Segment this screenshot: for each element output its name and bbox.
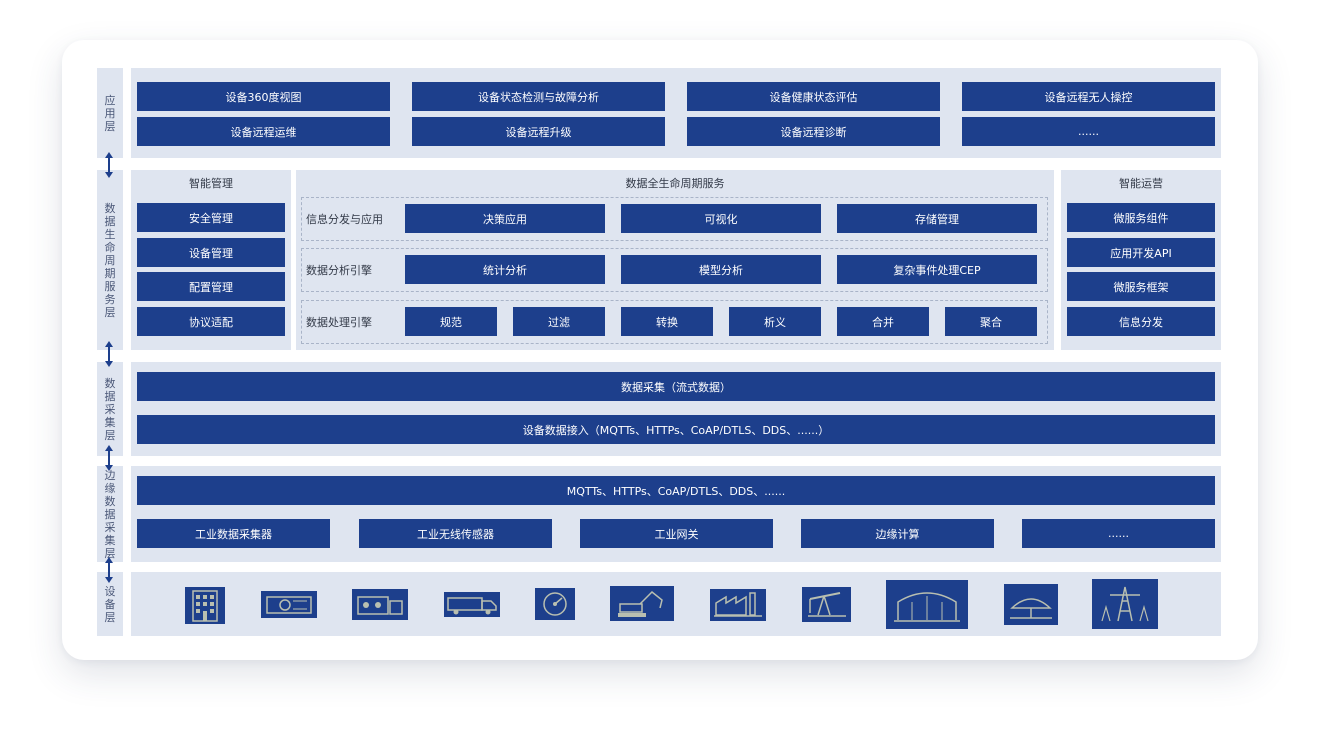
factory-icon xyxy=(710,589,766,621)
smart-management-title: 智能管理 xyxy=(189,177,233,190)
truck-icon xyxy=(444,592,500,617)
info-distribution-row xyxy=(301,197,1048,241)
service-box: 过滤 xyxy=(513,307,605,336)
oil-pump-icon xyxy=(802,587,851,622)
app-box: 设备远程运维 xyxy=(137,117,390,146)
management-box: 设备管理 xyxy=(137,238,285,267)
management-box: 配置管理 xyxy=(137,272,285,301)
service-box: 可视化 xyxy=(621,204,821,233)
row-label: 数据处理引擎 xyxy=(306,315,372,329)
device-access-box: 设备数据接入（MQTTs、HTTPs、CoAP/DTLS、DDS、......） xyxy=(137,415,1215,444)
row-label: 信息分发与应用 xyxy=(306,212,383,226)
data-lifecycle-title: 数据全生命周期服务 xyxy=(625,177,725,190)
machine-icon xyxy=(261,591,317,618)
power-tower-icon xyxy=(1092,579,1158,629)
service-box: 存储管理 xyxy=(837,204,1037,233)
service-box: 转换 xyxy=(621,307,713,336)
app-box: 设备360度视图 xyxy=(137,82,390,111)
layer-label-application: 应用层 xyxy=(97,68,123,158)
edge-item-box: 边缘计算 xyxy=(801,519,994,548)
double-arrow-icon xyxy=(105,341,113,367)
service-box: 聚合 xyxy=(945,307,1037,336)
service-box: 析义 xyxy=(729,307,821,336)
warehouse-icon xyxy=(886,580,968,629)
app-box: 设备远程无人操控 xyxy=(962,82,1215,111)
edge-item-box: ...... xyxy=(1022,519,1215,548)
operation-box: 微服务框架 xyxy=(1067,272,1215,301)
app-box: 设备远程升级 xyxy=(412,117,665,146)
generator-icon xyxy=(352,589,408,620)
operation-box: 信息分发 xyxy=(1067,307,1215,336)
double-arrow-icon xyxy=(105,557,113,583)
double-arrow-icon xyxy=(105,445,113,471)
service-box: 统计分析 xyxy=(405,255,605,284)
row-label: 数据分析引擎 xyxy=(306,263,372,277)
stream-collection-box: 数据采集（流式数据） xyxy=(137,372,1215,401)
service-box: 合并 xyxy=(837,307,929,336)
analysis-engine-row xyxy=(301,248,1048,292)
operation-box: 微服务组件 xyxy=(1067,203,1215,232)
layer-label-edge: 边缘数据采集层 xyxy=(97,466,123,562)
app-box: 设备健康状态评估 xyxy=(687,82,940,111)
layer-label-device: 设备层 xyxy=(97,572,123,636)
layer-label-data-collection: 数据采集层 xyxy=(97,362,123,456)
layer-label-data-lifecycle: 数据生命周期服务层 xyxy=(97,170,123,350)
service-box: 决策应用 xyxy=(405,204,605,233)
operation-box: 应用开发API xyxy=(1067,238,1215,267)
edge-item-box: 工业无线传感器 xyxy=(359,519,552,548)
app-box: 设备状态检测与故障分析 xyxy=(412,82,665,111)
double-arrow-icon xyxy=(105,152,113,178)
app-box: ...... xyxy=(962,117,1215,146)
smart-operation-title: 智能运营 xyxy=(1119,177,1163,190)
dome-icon xyxy=(1004,584,1058,625)
gauge-icon xyxy=(535,588,575,620)
edge-protocol-box: MQTTs、HTTPs、CoAP/DTLS、DDS、...... xyxy=(137,476,1215,505)
edge-item-box: 工业网关 xyxy=(580,519,773,548)
management-box: 安全管理 xyxy=(137,203,285,232)
processing-engine-row xyxy=(301,300,1048,344)
edge-item-box: 工业数据采集器 xyxy=(137,519,330,548)
service-box: 规范 xyxy=(405,307,497,336)
service-box: 复杂事件处理CEP xyxy=(837,255,1037,284)
building-icon xyxy=(185,587,225,624)
management-box: 协议适配 xyxy=(137,307,285,336)
service-box: 模型分析 xyxy=(621,255,821,284)
excavator-icon xyxy=(610,586,674,621)
app-box: 设备远程诊断 xyxy=(687,117,940,146)
